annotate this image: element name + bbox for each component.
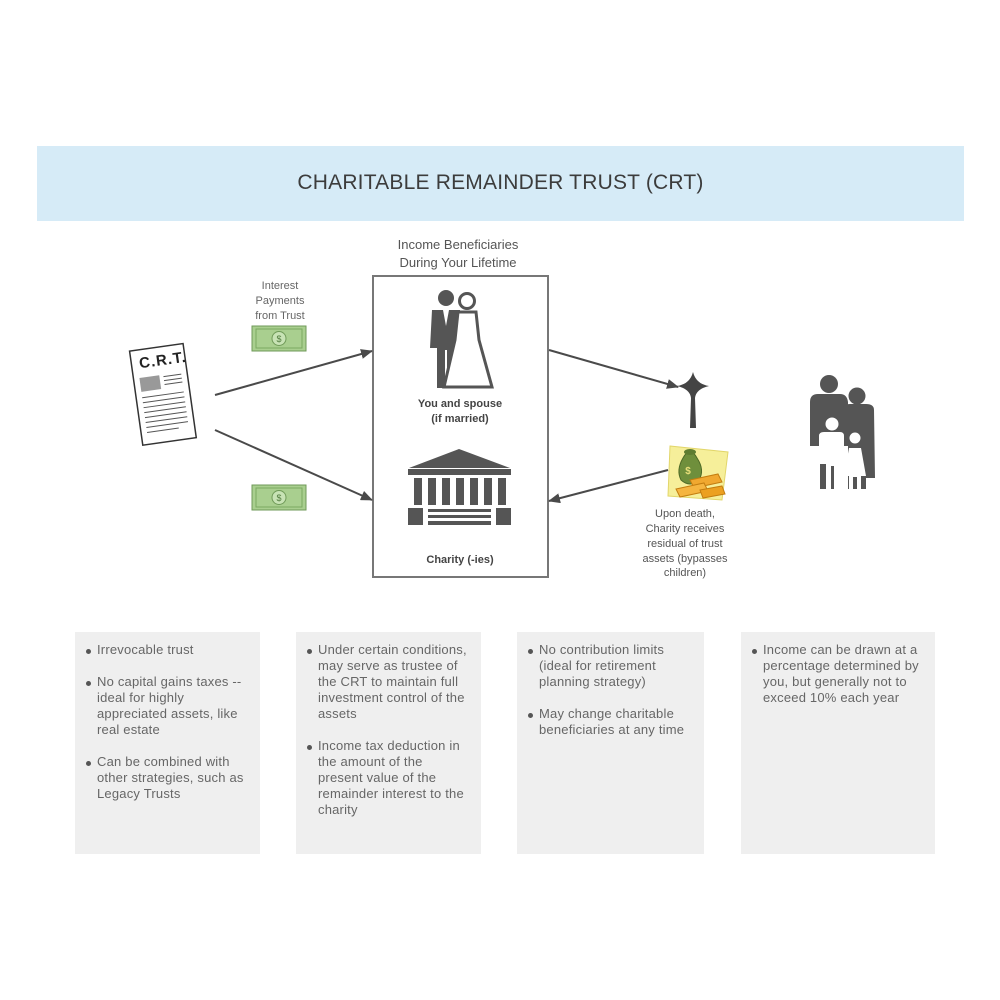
svg-text:$: $ [276, 493, 281, 503]
interest-payments-label: Interest Payments from Trust [240, 279, 320, 324]
bullet-item: Can be combined with other strategies, s… [85, 754, 248, 802]
bullet-item: May change charitable beneficiaries at a… [527, 706, 692, 738]
bullet-item: Irrevocable trust [85, 642, 248, 658]
income-beneficiaries-text: Income Beneficiaries During Your Lifetim… [398, 237, 519, 270]
money-bill-icon: $ [252, 326, 306, 351]
info-panel-2: Under certain conditions, may serve as t… [296, 632, 481, 854]
arrow-doc-to-beneficiaries [215, 351, 372, 395]
income-beneficiaries-label: Income Beneficiaries During Your Lifetim… [368, 236, 548, 271]
money-bill-icon: $ [252, 485, 306, 510]
interest-payments-text: Interest Payments from Trust [255, 280, 305, 322]
upon-death-text: Upon death, Charity receives residual of… [643, 508, 728, 579]
bullet-list: Income can be drawn at a percentage dete… [751, 642, 923, 706]
upon-death-label: Upon death, Charity receives residual of… [630, 507, 740, 581]
arrow-assets-to-charity [549, 470, 668, 501]
you-and-spouse-label: You and spouse (if married) [375, 397, 545, 427]
bullet-item: Income tax deduction in the amount of th… [306, 738, 469, 818]
info-panel-4: Income can be drawn at a percentage dete… [741, 632, 935, 854]
bullet-item: Income can be drawn at a percentage dete… [751, 642, 923, 706]
info-panel-1: Irrevocable trust No capital gains taxes… [75, 632, 260, 854]
bullet-item: No contribution limits (ideal for retire… [527, 642, 692, 690]
charity-label: Charity (-ies) [375, 553, 545, 568]
charity-text: Charity (-ies) [426, 554, 493, 566]
svg-text:$: $ [685, 466, 691, 477]
money-bag-icon: $ [668, 446, 728, 500]
bullet-list: No contribution limits (ideal for retire… [527, 642, 692, 738]
info-panel-3: No contribution limits (ideal for retire… [517, 632, 704, 854]
bullet-list: Irrevocable trust No capital gains taxes… [85, 642, 248, 802]
bullet-item: Under certain conditions, may serve as t… [306, 642, 469, 722]
svg-text:$: $ [276, 334, 281, 344]
arrow-beneficiaries-to-death [549, 350, 678, 387]
bullet-item: No capital gains taxes -- ideal for high… [85, 674, 248, 738]
death-cross-icon [677, 372, 709, 428]
bullet-list: Under certain conditions, may serve as t… [306, 642, 469, 818]
you-and-spouse-text: You and spouse (if married) [418, 398, 502, 425]
family-icon [810, 375, 875, 490]
